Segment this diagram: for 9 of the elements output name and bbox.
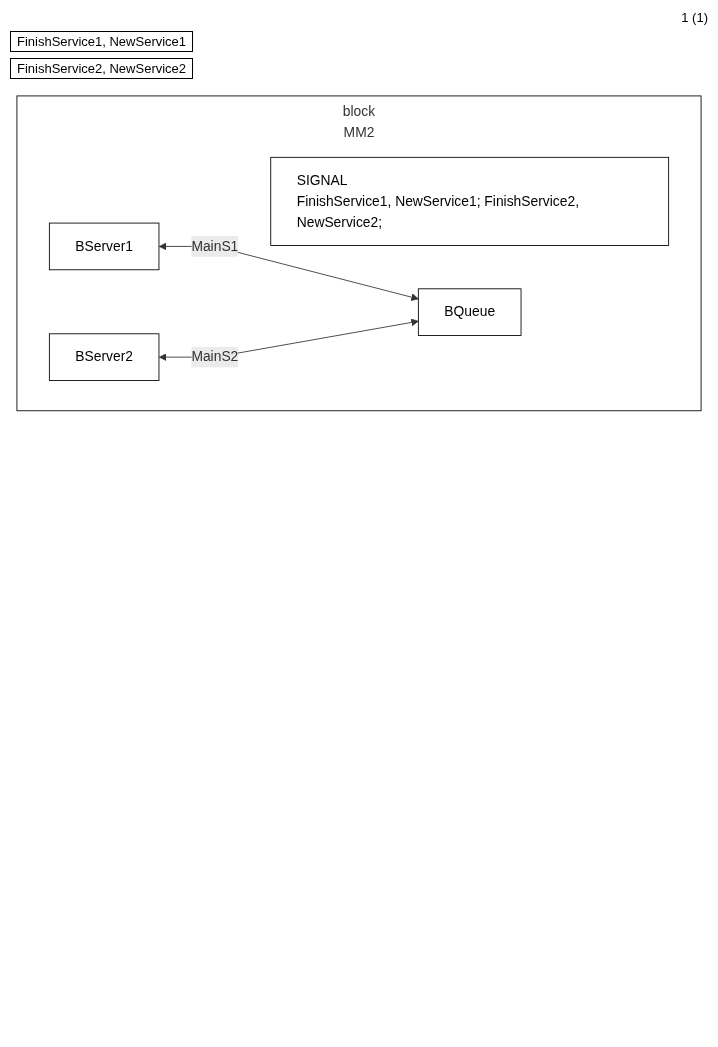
- signal-list: FinishService1, NewService1: [10, 31, 194, 52]
- page-number: 1 (1): [681, 10, 708, 25]
- node-box: SIGNAL FinishService1, NewService1; FinishService2, NewService2;: [270, 156, 670, 246]
- node-box: BServer1: [48, 222, 160, 271]
- edge-label: MainS2: [191, 349, 239, 365]
- edge-label: MainS1: [191, 238, 239, 254]
- signal-list: FinishService2, NewService2: [10, 58, 194, 79]
- node-box: BServer2: [48, 333, 160, 381]
- node-box: BQueue: [417, 288, 522, 336]
